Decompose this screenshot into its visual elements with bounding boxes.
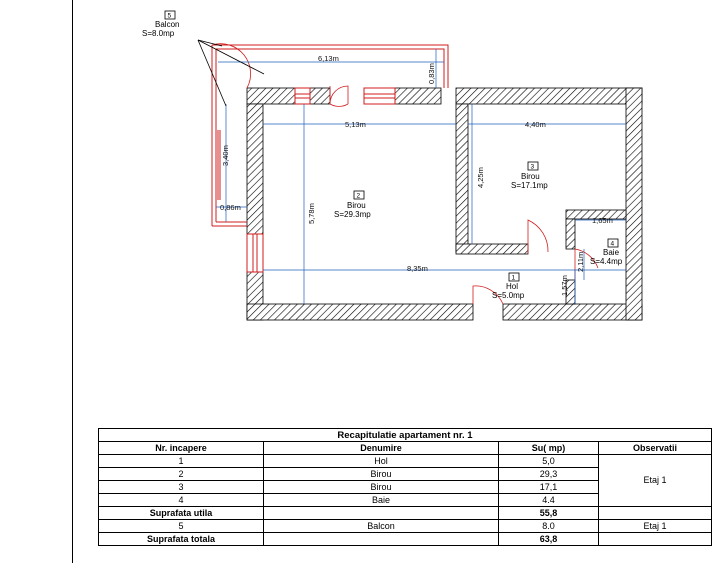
header-denumire: Denumire xyxy=(263,441,499,455)
table-row: 4 Baie 4.4 xyxy=(98,493,712,507)
dim-440: 4,40m xyxy=(525,120,546,129)
row-observatii: Etaj 1 xyxy=(598,519,712,533)
svg-text:S=4.4mp: S=4.4mp xyxy=(590,257,623,266)
recap-table: Recapitulatie apartament nr. 1 Nr. incap… xyxy=(98,428,712,546)
svg-text:Baie: Baie xyxy=(603,248,620,257)
row-su: 29,3 xyxy=(498,467,599,481)
row-su: 8.0 xyxy=(498,519,599,533)
dim-578: 5,78m xyxy=(307,203,316,224)
svg-text:3: 3 xyxy=(531,164,535,171)
totala-obs-empty xyxy=(598,532,712,546)
walls xyxy=(246,87,643,321)
dim-086: 0,86m xyxy=(220,203,241,212)
row-nr: 3 xyxy=(98,480,264,494)
table-row: 5 Balcon 8.0 Etaj 1 xyxy=(98,519,712,533)
room-label-hol: 1 Hol S=5.0mp xyxy=(492,272,525,300)
dim-211: 2,11m xyxy=(576,252,585,272)
room-label-baie: 4 Baie S=4.4mp xyxy=(590,238,623,266)
svg-text:2: 2 xyxy=(357,193,361,200)
header-nr: Nr. incapere xyxy=(98,441,264,455)
dim-340: 3,40m xyxy=(221,145,230,166)
balcony-leader-arrows xyxy=(197,39,265,107)
row-nr: 4 xyxy=(98,493,264,507)
svg-text:S=5.0mp: S=5.0mp xyxy=(492,291,525,300)
table-row: 2 Birou 29,3 xyxy=(98,467,712,481)
row-name: Birou xyxy=(263,467,499,481)
row-observatii: Etaj 1 xyxy=(598,454,712,507)
balcony-outline xyxy=(211,44,449,227)
svg-text:5: 5 xyxy=(168,13,172,20)
totala-label: Suprafata totala xyxy=(98,532,264,546)
row-name: Baie xyxy=(263,493,499,507)
svg-text:S=8.0mp: S=8.0mp xyxy=(142,29,175,38)
table-row-utila: Suprafata utila 55,8 xyxy=(98,506,712,520)
totala-empty xyxy=(263,532,499,546)
svg-text:S=17.1mp: S=17.1mp xyxy=(511,181,548,190)
utila-value: 55,8 xyxy=(498,506,599,520)
dim-513: 5,13m xyxy=(345,120,366,129)
svg-text:4: 4 xyxy=(611,241,615,248)
room-label-balcon: 5 Balcon S=8.0mp xyxy=(142,10,179,38)
utila-empty xyxy=(263,506,499,520)
row-nr: 2 xyxy=(98,467,264,481)
page-left-border xyxy=(72,0,73,563)
row-nr: 1 xyxy=(98,454,264,468)
dim-425: 4,25m xyxy=(476,167,485,188)
table-row-totala: Suprafata totala 63,8 xyxy=(98,532,712,546)
room-label-birou-3: 3 Birou S=17.1mp xyxy=(511,161,548,190)
dim-083: 0,83m xyxy=(427,63,436,84)
table-row: 1 Hol 5,0 Etaj 1 xyxy=(98,454,712,507)
row-su: 17,1 xyxy=(498,480,599,494)
row-name: Balcon xyxy=(263,519,499,533)
dim-613: 6,13m xyxy=(318,54,339,63)
windows xyxy=(246,87,396,273)
utila-obs-empty xyxy=(598,506,712,520)
svg-text:1: 1 xyxy=(512,275,516,282)
table-title: Recapitulatie apartament nr. 1 xyxy=(98,428,712,442)
dim-157: 1,57m xyxy=(560,275,569,296)
svg-text:Balcon: Balcon xyxy=(155,20,179,29)
doors xyxy=(211,43,599,305)
row-su: 5,0 xyxy=(498,454,599,468)
table-title-row: Recapitulatie apartament nr. 1 xyxy=(98,428,712,442)
row-name: Hol xyxy=(263,454,499,468)
header-observatii: Observatii xyxy=(598,441,712,455)
header-su: Su( mp) xyxy=(498,441,599,455)
totala-value: 63,8 xyxy=(498,532,599,546)
svg-text:Birou: Birou xyxy=(347,201,366,210)
dim-835: 8,35m xyxy=(407,264,428,273)
table-header-row: Nr. incapere Denumire Su( mp) Observatii xyxy=(98,441,712,455)
room-label-birou-2: 2 Birou S=29.3mp xyxy=(334,190,371,219)
row-nr: 5 xyxy=(98,519,264,533)
utila-label: Suprafata utila xyxy=(98,506,264,520)
row-su: 4.4 xyxy=(498,493,599,507)
dim-165: 1,65m xyxy=(592,216,613,225)
svg-text:Birou: Birou xyxy=(521,172,540,181)
floor-plan: 6,13m 0,83m 3,40m 0,86m 5,13m 4,40m 4,25… xyxy=(142,10,643,321)
svg-text:S=29.3mp: S=29.3mp xyxy=(334,210,371,219)
dimension-lines xyxy=(216,49,626,304)
row-name: Birou xyxy=(263,480,499,494)
svg-text:Hol: Hol xyxy=(506,282,518,291)
